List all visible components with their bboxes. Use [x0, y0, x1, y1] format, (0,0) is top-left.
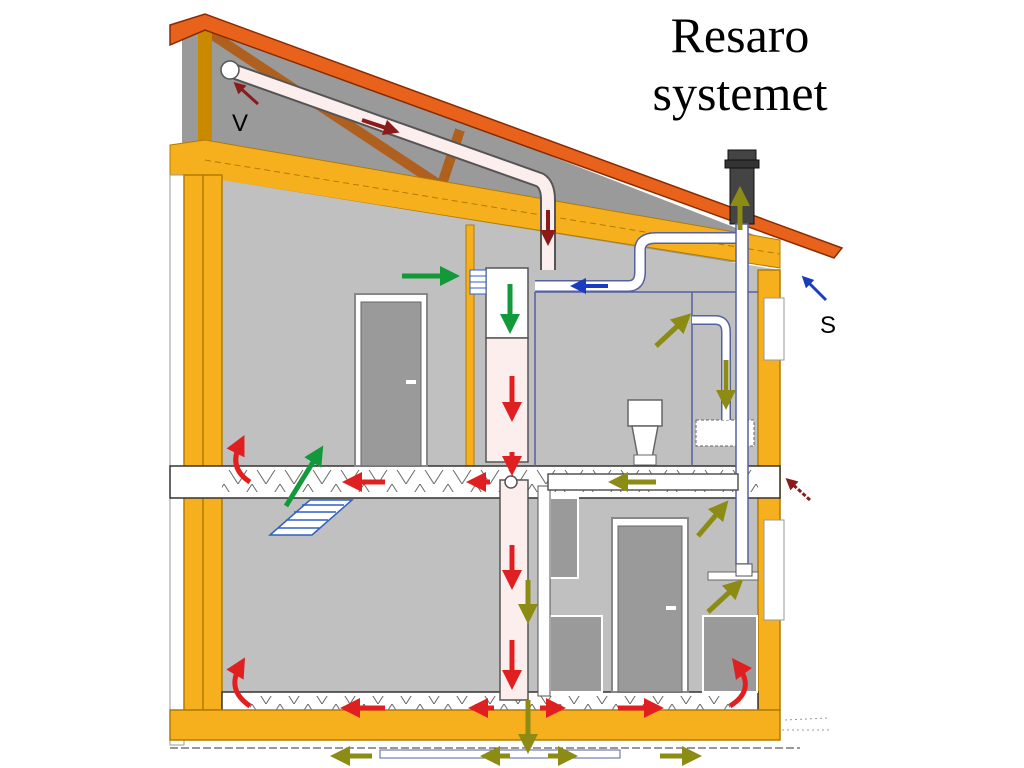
vertical-extract-duct	[735, 223, 749, 565]
toilet-icon	[627, 399, 663, 466]
exhaust-outlet	[220, 60, 240, 80]
extract-air-arrows	[330, 186, 750, 766]
title-line-2: systemet	[652, 65, 828, 121]
door-icon	[611, 517, 689, 693]
fresh-air-arrows	[283, 266, 520, 508]
exhaust-air-arrows	[233, 81, 812, 502]
kitchen-cabinets	[549, 497, 759, 693]
extract-shaft	[537, 485, 551, 697]
diagram-title: Resaro systemet	[590, 6, 890, 122]
title-line-1: Resaro	[670, 7, 810, 63]
attic-space	[182, 22, 780, 262]
upper-interior-wall	[465, 224, 475, 469]
label-s: S	[820, 312, 836, 339]
supply-air-arrows	[226, 376, 752, 718]
stair-icon	[268, 499, 354, 536]
air-handler-unit	[469, 267, 529, 463]
door-icon	[354, 293, 428, 467]
roof-trusses	[198, 25, 473, 210]
left-exterior-wall	[169, 174, 223, 746]
roof	[169, 13, 844, 259]
intake-air-arrows	[570, 275, 828, 302]
label-v: V	[232, 110, 248, 137]
